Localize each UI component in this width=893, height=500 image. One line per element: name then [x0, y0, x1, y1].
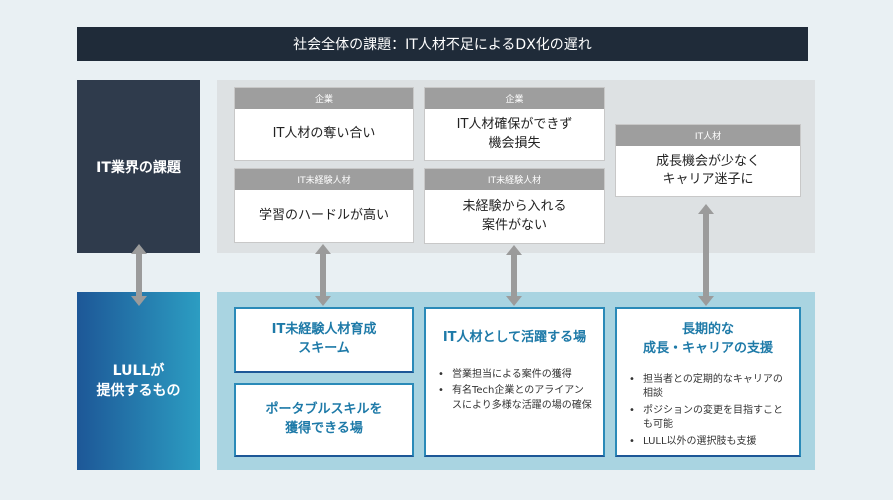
- bullet-item: 営業担当による案件の獲得: [438, 368, 593, 383]
- issue-header: IT未経験人材: [425, 169, 604, 190]
- bullet-item: LULL以外の選択肢も支援: [629, 435, 789, 450]
- bullet-item: 担当者との定期的なキャリアの相談: [629, 373, 789, 402]
- issue-header: IT人材: [616, 125, 800, 146]
- issue-body: IT人材の奪い合い: [272, 126, 376, 142]
- solution-card: IT人材として活躍する場営業担当による案件の獲得有名Tech企業とのアライアンス…: [424, 307, 605, 457]
- issue-body: 成長機会が少なくキャリア迷子に: [655, 153, 760, 187]
- issue-header: 企業: [235, 88, 413, 109]
- solution-title: ポータブルスキルを獲得できる場: [265, 402, 383, 436]
- double-arrow-icon: [315, 244, 331, 306]
- solution-title: IT未経験人材育成スキーム: [271, 322, 377, 356]
- solution-bullets: 担当者との定期的なキャリアの相談ポジションの変更を目指すことも可能 LULL以外の…: [617, 373, 799, 452]
- solution-title: 長期的な成長・キャリアの支援: [642, 322, 773, 356]
- solution-bullets: 営業担当による案件の獲得有名Tech企業とのアライアンスにより多様な活躍の場の確…: [426, 368, 603, 416]
- label-line: 提供するもの: [96, 383, 181, 399]
- double-arrow-icon: [698, 204, 714, 306]
- issue-card: IT人材成長機会が少なくキャリア迷子に: [615, 124, 801, 197]
- double-arrow-icon: [506, 245, 522, 306]
- issue-header: 企業: [425, 88, 604, 109]
- label-line: LULLが: [112, 362, 165, 379]
- issue-card: IT未経験人材学習のハードルが高い: [234, 168, 414, 243]
- solution-card: ポータブルスキルを獲得できる場: [234, 383, 414, 457]
- issue-header: IT未経験人材: [235, 169, 413, 190]
- double-arrow-icon: [131, 244, 147, 306]
- issue-card: IT未経験人材未経験から入れる案件がない: [424, 168, 605, 244]
- issue-card: 企業 IT人材の奪い合い: [234, 87, 414, 161]
- solution-card: IT未経験人材育成スキーム: [234, 307, 414, 373]
- bullet-item: 有名Tech企業とのアライアンスにより多様な活躍の場の確保: [438, 384, 593, 413]
- solution-title: IT人材として活躍する場: [442, 330, 587, 345]
- industry-issues-label: IT業界の課題: [77, 80, 200, 253]
- lull-offers-label: LULLが提供するもの: [77, 292, 200, 470]
- issue-body: IT人材確保ができず機会損失: [456, 117, 573, 151]
- bullet-item: ポジションの変更を目指すことも可能: [629, 404, 789, 433]
- issue-body: 未経験から入れる案件がない: [462, 199, 567, 233]
- issue-card: 企業 IT人材確保ができず機会損失: [424, 87, 605, 161]
- issue-body: 学習のハードルが高い: [258, 207, 389, 223]
- page-title: 社会全体の課題：IT人材不足によるDX化の遅れ: [77, 27, 808, 61]
- solution-card: 長期的な成長・キャリアの支援担当者との定期的なキャリアの相談ポジションの変更を目…: [615, 307, 801, 457]
